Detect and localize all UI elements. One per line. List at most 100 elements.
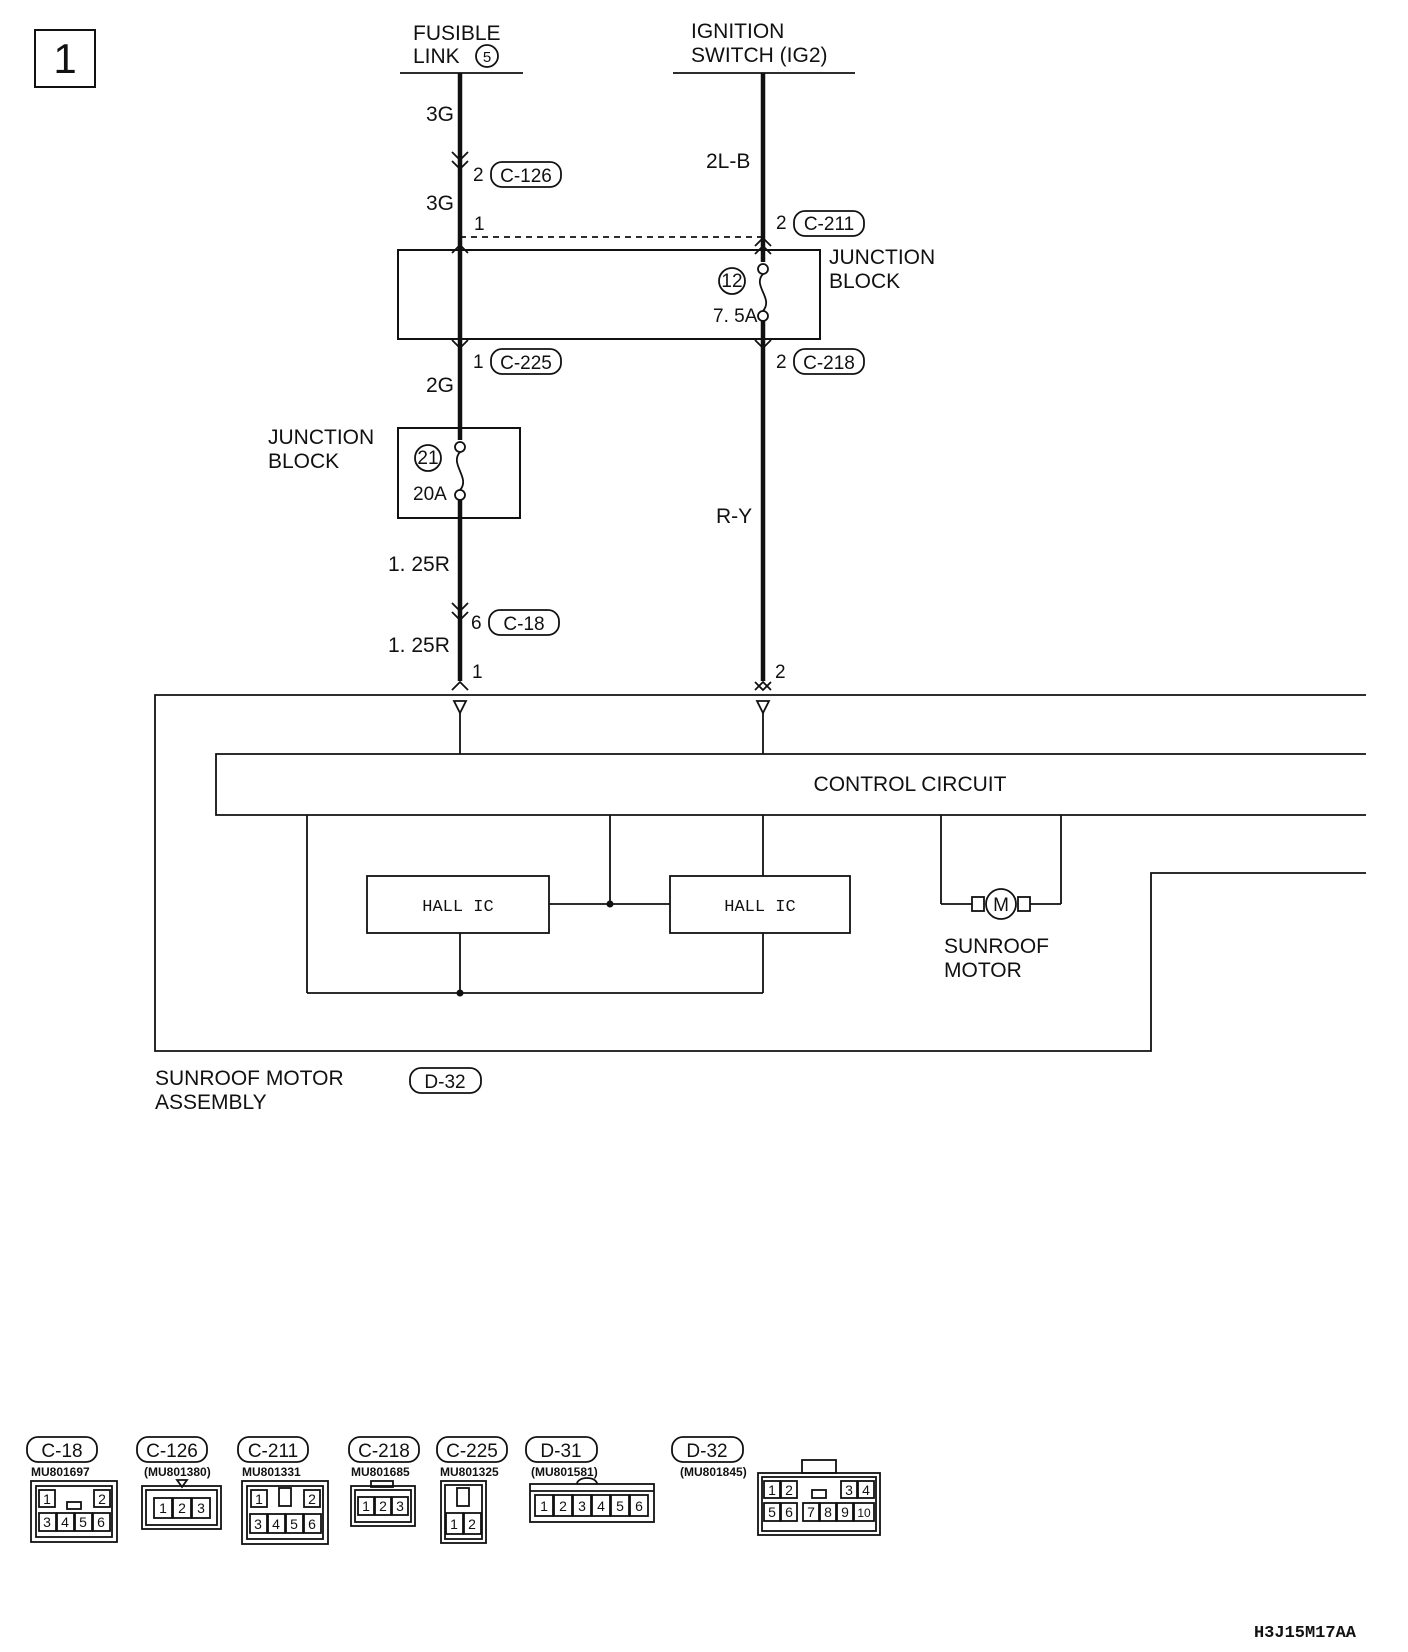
c225-pin-1: 1 [450, 1516, 458, 1532]
c218-pin-3: 3 [396, 1498, 404, 1514]
c211-pin-5: 5 [290, 1516, 298, 1532]
d32-pin-1: 1 [768, 1482, 776, 1498]
jb-left-fuse-rating: 20A [413, 484, 447, 505]
d31-pin-2: 2 [559, 1498, 567, 1514]
jb-left-pin: 1 [474, 214, 485, 235]
jb-top-fuse-number: 12 [721, 271, 742, 292]
d32-pin-8: 8 [824, 1504, 832, 1520]
wire-125r-b: 1. 25R [388, 634, 450, 657]
d32-pin-3: 3 [845, 1482, 853, 1498]
control-circuit-label: CONTROL CIRCUIT [814, 773, 1007, 796]
fusible-link-label: FUSIBLE LINK 5 [400, 22, 523, 74]
c218-pin-2: 2 [379, 1498, 387, 1514]
jb-top-line1: JUNCTION [829, 246, 935, 269]
c211-label: C-211 [804, 214, 854, 235]
wire-2g: 2G [426, 374, 454, 397]
connector-view-c225: C-225 MU801325 1 2 [436, 1436, 508, 1544]
c126-pin-1: 1 [159, 1500, 167, 1516]
connector-views: C-18 MU801697 1 2 3 4 5 6 C-126 (MU80138… [26, 1436, 881, 1545]
c18-pin: 6 [471, 613, 482, 634]
ignition-line1: IGNITION [691, 20, 784, 43]
d31-view-id: D-31 [540, 1441, 581, 1462]
c18-pin-4: 4 [61, 1514, 69, 1530]
left-wire [451, 73, 469, 691]
hall-ic-left: HALL IC [422, 898, 493, 917]
ignition-line2: SWITCH (IG2) [691, 44, 828, 67]
junction-block-top: JUNCTION BLOCK 12 7. 5A [397, 246, 935, 340]
d32-pin-10: 10 [857, 1506, 871, 1520]
c211-pin-6: 6 [308, 1516, 316, 1532]
figure-code: H3J15M17AA [1254, 1624, 1357, 1643]
page-number: 1 [53, 35, 76, 82]
assembly-pin-left: 1 [472, 662, 483, 683]
c18-label: C-18 [503, 614, 544, 635]
c211-pin-3: 3 [254, 1516, 262, 1532]
c218-view-part: MU801685 [351, 1465, 410, 1479]
d32-view-part: (MU801845) [680, 1465, 747, 1479]
junction-block-left: JUNCTION BLOCK 21 20A [268, 426, 521, 519]
ignition-switch-label: IGNITION SWITCH (IG2) [673, 20, 855, 74]
c18-pin-5: 5 [79, 1514, 87, 1530]
c18-pin-2: 2 [98, 1491, 106, 1507]
page-number-box: 1 [34, 29, 96, 88]
fusible-link-line2: LINK [413, 45, 460, 68]
c211-pin: 2 [776, 213, 787, 234]
jb-left-line2: BLOCK [268, 450, 339, 473]
jb-top-line2: BLOCK [829, 270, 900, 293]
assembly-name-line1: SUNROOF MOTOR [155, 1067, 344, 1090]
c18-view-part: MU801697 [31, 1465, 90, 1479]
c18-pin-6: 6 [97, 1514, 105, 1530]
wire-125r-a: 1. 25R [388, 553, 450, 576]
c126-view-id: C-126 [146, 1441, 198, 1462]
wire-2lb: 2L-B [706, 150, 750, 173]
connector-view-d32: D-32 (MU801845) 1 2 3 4 5 6 7 8 9 10 [671, 1436, 881, 1536]
connector-view-c218: C-218 MU801685 1 2 3 [348, 1436, 420, 1527]
c225-label: C-225 [500, 353, 552, 374]
connector-view-c18: C-18 MU801697 1 2 3 4 5 6 [26, 1436, 118, 1543]
assembly-name-line2: ASSEMBLY [155, 1091, 267, 1114]
d32-pin-7: 7 [807, 1504, 815, 1520]
c126-label: C-126 [500, 166, 552, 187]
hall-ic-right: HALL IC [724, 898, 795, 917]
assembly-pin-right: 2 [775, 662, 786, 683]
c218-pin: 2 [776, 352, 787, 373]
c225-pin: 1 [473, 352, 484, 373]
fusible-link-number: 5 [483, 49, 491, 66]
d31-pin-1: 1 [540, 1498, 548, 1514]
jb-left-line1: JUNCTION [268, 426, 374, 449]
wire-3g-mid: 3G [426, 192, 454, 215]
connector-view-d31: D-31 (MU801581) 1 2 3 4 5 6 [525, 1436, 655, 1523]
d32-pin-6: 6 [785, 1504, 793, 1520]
c18-view-id: C-18 [41, 1441, 82, 1462]
c218-view-id: C-218 [358, 1441, 410, 1462]
d32-pin-5: 5 [768, 1504, 776, 1520]
c126-pin-2: 2 [178, 1500, 186, 1516]
connector-view-c211: C-211 MU801331 1 2 3 4 5 6 [237, 1436, 329, 1545]
d31-pin-4: 4 [597, 1498, 605, 1514]
motor-label-line1: SUNROOF [944, 935, 1049, 958]
c126-view-part: (MU801380) [144, 1465, 211, 1479]
c211-view-part: MU801331 [242, 1465, 301, 1479]
motor-label-line2: MOTOR [944, 959, 1022, 982]
d32-view-id: D-32 [686, 1441, 727, 1462]
sunroof-motor-assembly: CONTROL CIRCUIT HALL IC HALL IC M SUNROO… [154, 694, 1366, 1114]
d31-view-part: (MU801581) [531, 1465, 598, 1479]
c225-view-part: MU801325 [440, 1465, 499, 1479]
c18-pin-3: 3 [43, 1514, 51, 1530]
d31-pin-3: 3 [578, 1498, 586, 1514]
assembly-connector-label: D-32 [424, 1072, 465, 1093]
c225-view-id: C-225 [446, 1441, 498, 1462]
d31-pin-5: 5 [616, 1498, 624, 1514]
jb-top-fuse-rating: 7. 5A [713, 306, 758, 327]
c211-pin-1: 1 [255, 1491, 263, 1507]
c218-label: C-218 [803, 353, 855, 374]
d32-pin-9: 9 [841, 1504, 849, 1520]
c211-view-id: C-211 [248, 1441, 298, 1462]
right-wire [754, 73, 772, 692]
c126-pin-3: 3 [197, 1500, 205, 1516]
c18-pin-1: 1 [43, 1491, 51, 1507]
d32-pin-2: 2 [785, 1482, 793, 1498]
c126-pin: 2 [473, 165, 484, 186]
fusible-link-line1: FUSIBLE [413, 22, 501, 45]
